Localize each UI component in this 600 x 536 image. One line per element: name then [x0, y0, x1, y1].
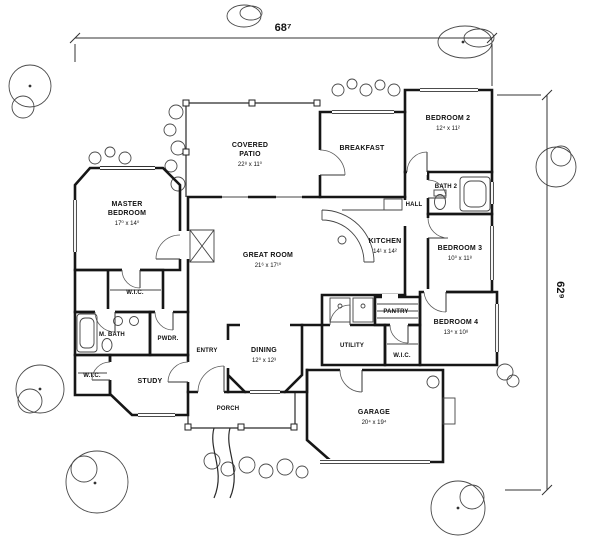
wall-wic-master	[73, 268, 165, 314]
wall-bedroom-3	[426, 212, 494, 294]
bath-2-fixtures	[433, 176, 491, 212]
wall-wic-bedroom-4	[383, 323, 422, 367]
label-porch: PORCH	[217, 406, 240, 412]
wall-utility	[320, 323, 387, 367]
label-wic-bedroom-4: W.I.C.	[393, 353, 411, 359]
house-walls	[73, 88, 499, 464]
dims-covered-patio: 22⁸ x 11⁰	[238, 161, 263, 168]
dims-bedroom-3: 10⁰ x 11⁸	[448, 255, 473, 262]
closet-rods	[78, 289, 418, 374]
door-swings	[91, 149, 449, 393]
label-m-bath: M. BATH	[99, 332, 125, 338]
label-utility: UTILITY	[340, 343, 364, 349]
dimension-lines: 68⁷ 62⁹	[69, 22, 566, 496]
label-bedroom-4: BEDROOM 4	[434, 319, 479, 326]
label-bath-2: BATH 2	[435, 184, 458, 190]
label-breakfast: BREAKFAST	[339, 145, 385, 152]
label-wic-hall: W.I.C.	[83, 373, 101, 379]
garage-equipment	[426, 375, 456, 425]
label-wic-master: W.I.C.	[126, 290, 144, 296]
label-pantry: PANTRY	[383, 309, 408, 315]
dims-bedroom-2: 12⁴ x 11²	[436, 125, 460, 132]
dims-garage: 20⁴ x 19⁴	[362, 419, 387, 426]
wall-bedroom-4	[418, 290, 499, 367]
dims-dining: 12⁰ x 12³	[252, 357, 276, 364]
dims-bedroom-4: 13⁴ x 10⁸	[444, 329, 469, 336]
pantry-shelves	[377, 303, 418, 319]
dims-kitchen: 14¹ x 14²	[373, 249, 397, 255]
label-bedroom-3: BEDROOM 3	[438, 245, 483, 252]
label-bedroom-2: BEDROOM 2	[426, 115, 471, 122]
top-dimension-label: 68⁷	[275, 22, 292, 34]
wall-study	[108, 353, 190, 417]
wall-pwdr	[148, 310, 190, 357]
dims-great-room: 21⁶ x 17¹⁰	[255, 262, 282, 269]
label-dining: DINING	[251, 347, 277, 354]
windows	[72, 87, 500, 465]
wall-garage	[305, 368, 445, 464]
wall-master-bedroom	[73, 166, 182, 272]
fixtures	[76, 176, 491, 425]
wall-kitchen-south	[320, 293, 407, 327]
right-dimension-label: 62⁹	[554, 281, 566, 298]
label-covered-patio-2: PATIO	[239, 151, 261, 158]
label-entry: ENTRY	[196, 348, 217, 354]
label-covered-patio: COVERED	[232, 142, 268, 149]
kitchen-island	[321, 198, 403, 263]
walkway	[212, 427, 235, 499]
trees-and-shrubs	[8, 4, 577, 536]
label-great-room: GREAT ROOM	[243, 252, 293, 259]
wall-breakfast	[318, 110, 407, 199]
label-study: STUDY	[138, 378, 163, 385]
label-master-bedroom: MASTER	[111, 201, 142, 208]
kitchen-appliances	[329, 297, 374, 323]
label-pwdr: PWDR.	[158, 336, 179, 342]
label-master-bedroom-2: BEDROOM	[108, 210, 146, 217]
patio-porch-outlines	[182, 99, 321, 431]
label-kitchen: KITCHEN	[369, 238, 402, 245]
label-hall: HALL	[406, 202, 423, 208]
dims-master-bedroom: 17⁰ x 14⁰	[115, 220, 140, 227]
fireplace	[189, 229, 215, 263]
master-bath-fixtures	[76, 313, 139, 353]
room-labels: MASTER BEDROOM 17⁰ x 14⁰ COVERED PATIO 2…	[83, 115, 482, 426]
label-garage: GARAGE	[358, 409, 390, 416]
